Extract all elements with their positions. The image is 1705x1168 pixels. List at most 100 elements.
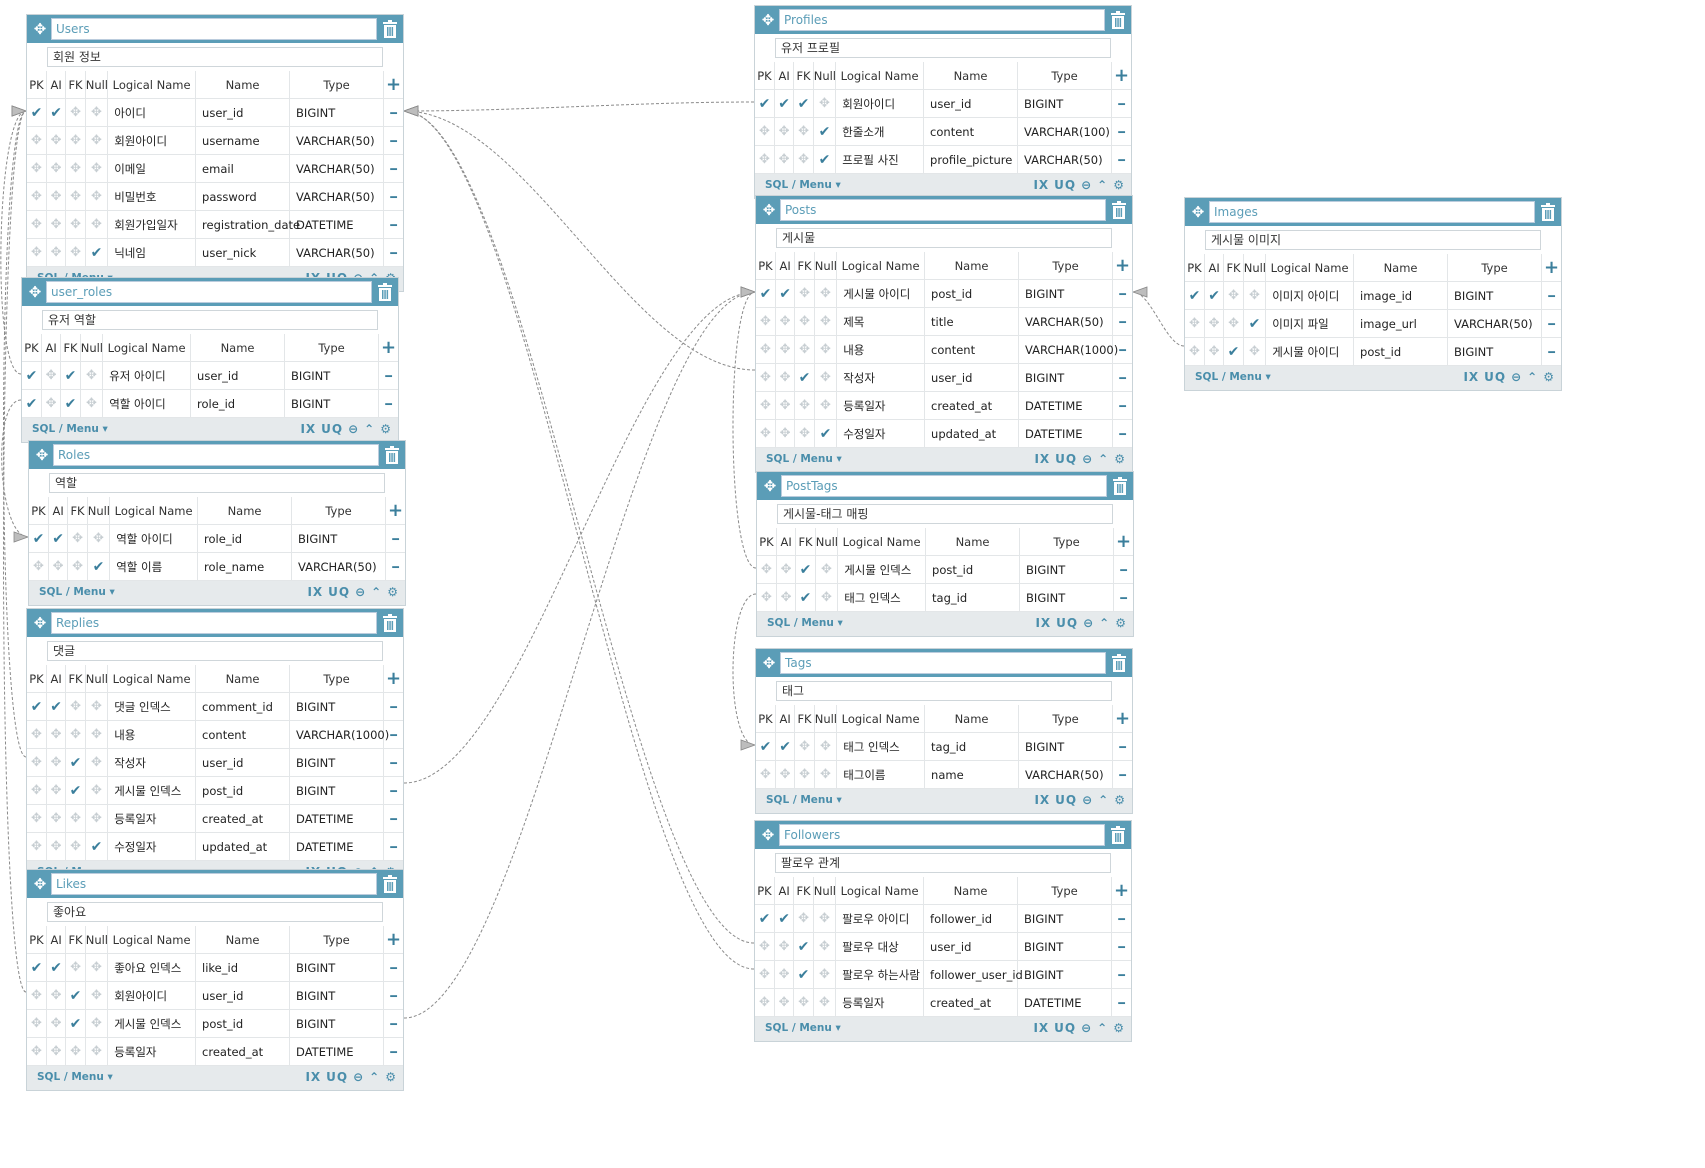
move-handle-icon[interactable]: ✥ [794,391,815,420]
column-type-cell[interactable]: VARCHAR(50) [1447,309,1543,338]
remove-column-button[interactable]: ━ [383,981,403,1010]
column-name-cell[interactable]: follower_user_id [923,960,1023,989]
move-handle-icon[interactable]: ✥ [85,776,109,805]
move-handle-icon[interactable]: ✥ [41,389,62,418]
table-comment-input[interactable]: 유저 프로필 [775,38,1111,58]
logical-name-cell[interactable]: 유저 아이디 [102,361,192,390]
move-handle-icon[interactable]: ✥ [27,832,47,861]
logical-name-cell[interactable]: 태그이름 [836,760,926,789]
column-name-cell[interactable]: email [195,154,291,183]
column-name-cell[interactable]: like_id [195,953,291,982]
column-name-cell[interactable]: user_id [195,748,291,777]
collapse-icon[interactable]: ⌃ [364,422,376,436]
move-handle-icon[interactable]: ✥ [27,1009,47,1038]
column-type-cell[interactable]: VARCHAR(50) [291,552,387,581]
unique-button[interactable]: UQ [1055,452,1078,466]
move-handle-icon[interactable]: ✥ [775,307,796,336]
logical-name-cell[interactable]: 좋아요 인덱스 [107,953,197,982]
move-handle-icon[interactable]: ✥ [813,904,837,933]
index-button[interactable]: IX [1033,1021,1050,1035]
column-type-cell[interactable]: DATETIME [1018,391,1114,420]
move-handle-icon[interactable]: ✥ [46,981,67,1010]
logical-name-cell[interactable]: 아이디 [107,98,197,127]
table-comment-input[interactable]: 게시물 [776,228,1112,248]
column-name-cell[interactable]: created_at [195,1037,291,1066]
trash-icon[interactable] [380,874,400,894]
move-handle-icon[interactable]: ✥ [814,279,838,308]
remove-column-button[interactable]: ━ [1112,419,1132,448]
move-handle-icon[interactable]: ✥ [65,692,86,721]
remove-column-button[interactable]: ━ [383,182,403,211]
move-handle-icon[interactable]: ✥ [67,524,88,553]
move-handle-icon[interactable]: ✥ [793,904,814,933]
logical-name-cell[interactable]: 회원아이디 [107,981,197,1010]
remove-column-button[interactable]: ━ [383,98,403,127]
table-name-input[interactable]: Profiles [779,9,1105,31]
move-handle-icon[interactable]: ✥ [1204,337,1225,366]
move-handle-icon[interactable]: ✥ [85,182,109,211]
move-handle-icon[interactable]: ✥ [794,732,815,761]
column-name-cell[interactable]: user_id [195,98,291,127]
logical-name-cell[interactable]: 팔로우 아이디 [835,904,925,933]
move-handle-icon[interactable]: ✥ [27,748,47,777]
move-handle-icon[interactable]: ✥ [46,832,67,861]
move-handle-icon[interactable]: ✥ [85,720,109,749]
logical-name-cell[interactable]: 이메일 [107,154,197,183]
logical-name-cell[interactable]: 회원아이디 [107,126,197,155]
move-handle-icon[interactable]: ✥ [85,1009,109,1038]
remove-column-button[interactable]: ━ [383,832,403,861]
logical-name-cell[interactable]: 내용 [107,720,197,749]
add-column-button[interactable]: + [1112,705,1132,733]
move-icon[interactable]: ✥ [761,11,775,29]
move-handle-icon[interactable]: ✥ [774,960,795,989]
table-name-input[interactable]: Tags [780,652,1106,674]
column-type-cell[interactable]: BIGINT [1019,555,1115,584]
remove-column-button[interactable]: ━ [1111,960,1131,989]
move-handle-icon[interactable]: ✥ [815,583,839,612]
column-name-cell[interactable]: user_nick [195,238,291,267]
move-handle-icon[interactable]: ✥ [813,960,837,989]
comment-icon[interactable]: ⊖ [1511,370,1523,384]
trash-icon[interactable] [380,19,400,39]
logical-name-cell[interactable]: 회원아이디 [835,89,925,118]
gear-icon[interactable]: ⚙ [1114,793,1126,807]
column-type-cell[interactable]: DATETIME [289,804,385,833]
move-handle-icon[interactable]: ✥ [48,552,69,581]
remove-column-button[interactable]: ━ [385,524,405,553]
gear-icon[interactable]: ⚙ [1113,178,1125,192]
column-name-cell[interactable]: created_at [195,804,291,833]
gear-icon[interactable]: ⚙ [1543,370,1555,384]
move-icon[interactable]: ✥ [762,654,776,672]
move-handle-icon[interactable]: ✥ [794,760,815,789]
column-name-cell[interactable]: comment_id [195,692,291,721]
move-handle-icon[interactable]: ✥ [67,552,88,581]
comment-icon[interactable]: ⊖ [355,585,367,599]
move-handle-icon[interactable]: ✥ [755,988,775,1017]
column-name-cell[interactable]: password [195,182,291,211]
move-handle-icon[interactable]: ✥ [813,932,837,961]
column-name-cell[interactable]: user_id [923,89,1019,118]
remove-column-button[interactable]: ━ [1111,145,1131,174]
gear-icon[interactable]: ⚙ [1115,616,1127,630]
table-comment-input[interactable]: 역할 [49,473,385,493]
move-handle-icon[interactable]: ✥ [65,238,86,267]
move-handle-icon[interactable]: ✥ [85,126,109,155]
trash-icon[interactable] [1108,825,1128,845]
column-type-cell[interactable]: DATETIME [1017,988,1113,1017]
table-name-input[interactable]: PostTags [781,475,1107,497]
column-name-cell[interactable]: updated_at [195,832,291,861]
table-name-input[interactable]: Replies [51,612,377,634]
